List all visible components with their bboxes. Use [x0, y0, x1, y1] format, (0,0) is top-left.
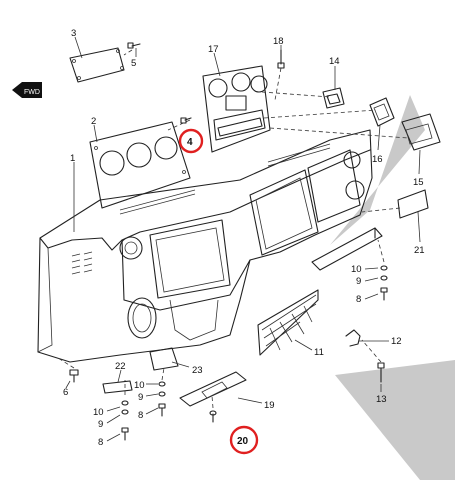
part-5-screw: [127, 42, 141, 49]
callout-8-lower-middle: 8: [138, 410, 143, 421]
fwd-label: FWD: [24, 89, 40, 96]
part-12-clip: [345, 329, 361, 347]
part-2-gauge-panel: [89, 121, 191, 209]
part-23-bracket: [149, 347, 179, 371]
callout-14: 14: [329, 56, 340, 67]
callout-16: 16: [372, 154, 383, 165]
callout-19: 19: [264, 400, 275, 411]
callout-5: 5: [131, 58, 136, 69]
callout-9-right: 9: [356, 276, 361, 287]
callout-6: 6: [63, 387, 68, 398]
part-19-plate: [179, 371, 247, 407]
part-14-switch: [322, 87, 345, 109]
background-shade-top: [330, 95, 425, 245]
part-15-storage-pocket: [401, 113, 441, 151]
callout-23: 23: [192, 365, 203, 376]
callout-2: 2: [91, 116, 96, 127]
callout-10-lower-middle: 10: [134, 380, 145, 391]
callout-3: 3: [71, 28, 76, 39]
callout-13: 13: [376, 394, 387, 405]
right-support-bracket: [311, 227, 383, 271]
callout-1: 1: [70, 153, 75, 164]
part-22-bracket: [102, 380, 133, 394]
lower-middle-fastener-stack: [158, 381, 166, 417]
dashed-assembly-lines: [57, 49, 409, 409]
part-3-cover-plate: [69, 47, 125, 83]
callout-9-lower-middle: 9: [138, 392, 143, 403]
callout-10-lower-left: 10: [93, 407, 104, 418]
part-18-screw: [277, 49, 285, 69]
part-21-trim-panel: [397, 189, 429, 219]
part-11-storage-net: [257, 289, 319, 356]
part-6-bolt: [69, 369, 79, 383]
callout-18: 18: [273, 36, 284, 47]
forward-direction-tag: FWD: [12, 82, 42, 98]
part-16-switch-bezel: [369, 97, 395, 127]
part-1-dashboard-body: [37, 129, 373, 363]
part-13-bolt: [377, 362, 385, 383]
callout-21: 21: [414, 245, 425, 256]
callout-4: 4: [187, 137, 193, 148]
callout-10-right: 10: [351, 264, 362, 275]
part-20-screw: [209, 410, 217, 423]
callout-17: 17: [208, 44, 219, 55]
callout-15: 15: [413, 177, 424, 188]
part-17-center-bezel: [202, 65, 271, 153]
callout-22: 22: [115, 361, 126, 372]
callout-9-lower-left: 9: [98, 419, 103, 430]
callout-8-lower-left: 8: [98, 437, 103, 448]
callout-labels: 3 5 17 18 14 2 4 1 16 15 21 10 9 8 11 12…: [63, 28, 425, 448]
callout-11: 11: [314, 347, 324, 358]
lower-left-fastener-stack: [121, 400, 129, 441]
vent-slots: [71, 143, 331, 275]
highlight-ring-part-20: [229, 425, 259, 455]
leader-lines: [65, 36, 421, 442]
background-shade-bottom: [335, 360, 455, 480]
right-fastener-stack: [380, 265, 388, 301]
highlight-ring-part-4: [178, 128, 204, 154]
callout-12: 12: [391, 336, 402, 347]
callout-8-right: 8: [356, 294, 361, 305]
callout-20: 20: [237, 436, 249, 447]
